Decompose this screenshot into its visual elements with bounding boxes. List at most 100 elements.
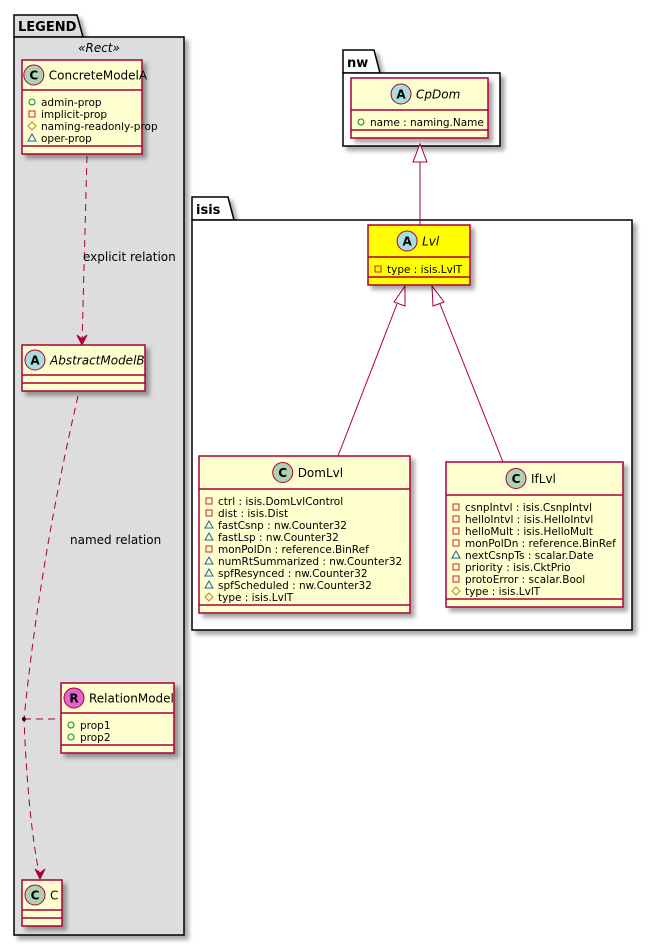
iflvl-attribute: helloMult : isis.HelloMult [465, 526, 593, 538]
iflvl-attr-0-private-icon [452, 503, 460, 511]
relations: explicit relation named relation [22, 142, 504, 881]
lvl-class[interactable]: A Lvl type : isis.LvlT [367, 224, 471, 286]
iflvl-attribute: monPolDn : reference.BinRef [465, 538, 616, 550]
concrete-model-a-attribute: admin-prop [41, 97, 102, 109]
iflvl-attr-6-private-icon [452, 575, 460, 583]
concrete-model-a-class[interactable]: C ConcreteModelA admin-propimplicit-propna… [21, 59, 158, 155]
domlvl-class-icon [272, 462, 294, 483]
lvl-box [367, 224, 471, 286]
concrete-model-a-attr-2-protected-icon [27, 121, 37, 131]
domlvl-attr-7-package-icon [204, 579, 214, 589]
concrete-model-a-attr-3-package-icon [27, 132, 37, 142]
iflvl-attr-2-private-icon [452, 527, 460, 535]
abstract-model-b-name: AbstractModelB [49, 354, 145, 368]
iflvl-extends-lvl-arrowhead [431, 284, 445, 307]
domlvl-attribute: fastCsnp : nw.Counter32 [218, 520, 347, 532]
iflvl-extends-lvl-line [439, 303, 504, 463]
domlvl-extends-lvl-arrowhead [393, 284, 406, 307]
iflvl-attribute: helloIntvl : isis.HelloIntvl [465, 514, 593, 526]
domlvl-attribute: fastLsp : nw.Counter32 [218, 532, 339, 544]
lvl-kind-letter: A [402, 235, 412, 249]
abstract-model-b-abstract-class-icon [24, 349, 46, 371]
lvl-abstract-class-icon [396, 230, 418, 252]
domlvl-attr-3-package-icon [204, 531, 214, 541]
domlvl-attr-5-package-icon [204, 555, 214, 565]
explicit-relation-arrowhead [76, 334, 88, 347]
iflvl-attr-3-private-icon [452, 539, 460, 547]
domlvl-attribute: spfScheduled : nw.Counter32 [218, 580, 372, 592]
domlvl-name: DomLvl [298, 466, 343, 480]
relation-model-name: RelationModel [89, 692, 174, 706]
cpdom-name: CpDom [416, 88, 460, 102]
named-relation-arrowhead [34, 868, 46, 881]
domlvl-attr-0-private-icon [205, 497, 213, 505]
relation-model-kind-letter: R [69, 692, 78, 706]
iflvl-name: IfLvl [531, 472, 556, 486]
domlvl-box [198, 455, 411, 614]
domlvl-attribute: dist : isis.Dist [218, 508, 288, 520]
legend-package-body [13, 36, 185, 936]
relation-model-attr-0-public-icon [67, 721, 75, 729]
iflvl-attr-5-private-icon [452, 563, 460, 571]
iflvl-box [445, 461, 624, 608]
cpdom-class[interactable]: A CpDom name : naming.Name [350, 77, 489, 139]
explicit-relation-line [81, 155, 88, 345]
iflvl-attribute: nextCsnpTs : scalar.Date [465, 550, 594, 562]
legend-package-name: LEGEND [18, 20, 77, 35]
relation-model-attr-1-public-icon [67, 733, 75, 741]
iflvl-attr-1-private-icon [452, 515, 460, 523]
lvl-extends-cpdom-arrowhead [412, 142, 428, 163]
domlvl-attr-2-package-icon [204, 519, 214, 529]
iflvl-attr-7-protected-icon [451, 586, 461, 596]
concrete-model-a-attribute: implicit-prop [41, 109, 107, 121]
cpdom-attr-0-public-icon [357, 118, 365, 126]
relation-model-attribute: prop2 [80, 732, 111, 744]
iflvl-attribute: type : isis.LvlT [465, 586, 541, 598]
class-c-class-icon [24, 884, 46, 906]
iflvl-class-icon [505, 468, 527, 489]
lvl-name: Lvl [422, 235, 440, 249]
cpdom-kind-letter: A [396, 88, 406, 102]
named-relation-label: named relation [70, 533, 161, 547]
lvl-attribute: type : isis.LvlT [387, 264, 463, 276]
domlvl-extends-lvl-line [337, 303, 398, 457]
nw-package-name: nw [347, 56, 368, 71]
domlvl-attribute: ctrl : isis.DomLvlControl [218, 496, 343, 508]
cpdom-box [350, 77, 489, 139]
lvl-attr-0-private-icon [374, 265, 382, 273]
concrete-model-a-attribute: naming-readonly-prop [41, 121, 158, 133]
concrete-model-a-class-icon [23, 64, 45, 86]
concrete-model-a-kind-letter: C [29, 69, 38, 83]
domlvl-attribute: type : isis.LvlT [218, 592, 294, 604]
domlvl-attr-4-private-icon [205, 545, 213, 553]
legend-stereotype: «Rect» [78, 41, 120, 55]
abstract-model-b-kind-letter: A [30, 354, 40, 368]
iflvl-attribute: priority : isis.CktPrio [465, 562, 571, 574]
domlvl-attr-1-private-icon [205, 509, 213, 517]
relation-model-attribute: prop1 [80, 720, 111, 732]
cpdom-abstract-class-icon [390, 83, 412, 105]
iflvl-kind-letter: C [512, 472, 521, 486]
class-c-name: C [50, 889, 58, 903]
cpdom-attribute: name : naming.Name [370, 117, 484, 129]
named-relation-line [23, 395, 79, 879]
iflvl-attribute: protoError : scalar.Bool [465, 574, 585, 586]
concrete-model-a-name: ConcreteModelA [49, 69, 148, 83]
abstract-model-b-class[interactable]: A AbstractModelB [21, 344, 146, 392]
class-c-kind-letter: C [31, 889, 40, 903]
concrete-model-a-attribute: oper-prop [41, 133, 92, 145]
class-c-box [21, 879, 63, 927]
domlvl-attr-6-package-icon [204, 567, 214, 577]
legend-package: LEGEND «Rect» [13, 14, 185, 936]
explicit-relation-label: explicit relation [83, 250, 176, 264]
domlvl-attr-8-protected-icon [204, 592, 214, 602]
iflvl-attr-4-package-icon [451, 549, 461, 559]
domlvl-attribute: monPolDn : reference.BinRef [218, 544, 369, 556]
domlvl-kind-letter: C [278, 466, 287, 480]
